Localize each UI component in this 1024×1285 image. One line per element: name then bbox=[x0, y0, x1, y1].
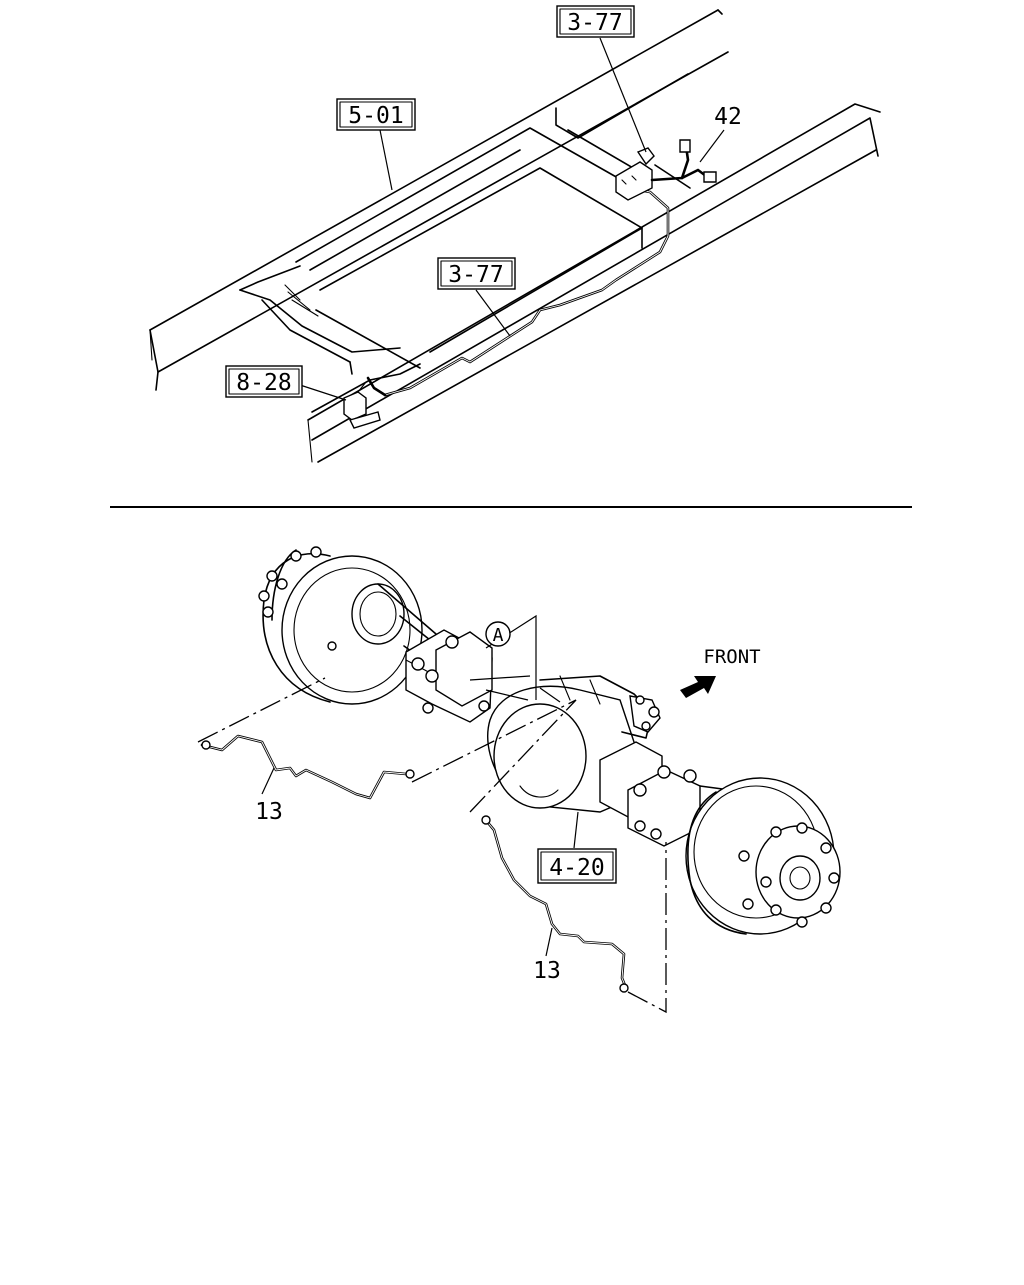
centerline-right-bottom bbox=[627, 842, 667, 1014]
centerline-left-bottom bbox=[411, 699, 577, 783]
front-arrow-icon bbox=[680, 676, 716, 698]
brake-pipe-13-left bbox=[200, 734, 415, 800]
callout-8-28: 8-28 bbox=[225, 365, 303, 398]
callout-4-20: 4-20 bbox=[537, 848, 617, 884]
label-5-01: 5-01 bbox=[348, 103, 403, 129]
leader-13-left bbox=[261, 767, 275, 795]
leader-4-20 bbox=[573, 811, 579, 849]
centerline-left-top bbox=[197, 677, 326, 743]
front-indicator: FRONT bbox=[680, 646, 761, 698]
label-4-20: 4-20 bbox=[549, 855, 604, 881]
chassis-frame bbox=[149, 9, 881, 463]
right-wheel-hub bbox=[685, 777, 841, 935]
leader-3-77-mid bbox=[475, 289, 511, 337]
leader-5-01 bbox=[379, 129, 393, 191]
label-3-77-top: 3-77 bbox=[567, 10, 622, 36]
label-8-28: 8-28 bbox=[236, 370, 291, 396]
junction-block bbox=[615, 147, 655, 201]
left-spring-seat bbox=[405, 629, 493, 723]
brake-pipe-13-right bbox=[481, 815, 629, 993]
callout-a: A bbox=[485, 621, 511, 647]
label-13-right: 13 bbox=[533, 958, 561, 984]
hose-42 bbox=[650, 139, 717, 183]
brake-pipe-3-77 bbox=[366, 186, 670, 397]
left-wheel-hub bbox=[258, 546, 423, 705]
leader-3-77-top bbox=[599, 37, 647, 153]
leader-13-right bbox=[545, 927, 553, 957]
component-8-28 bbox=[343, 381, 381, 429]
label-42: 42 bbox=[714, 104, 742, 130]
callout-5-01: 5-01 bbox=[336, 98, 416, 131]
leader-8-28 bbox=[299, 384, 347, 401]
leader-42 bbox=[699, 129, 725, 163]
label-3-77-mid: 3-77 bbox=[448, 262, 503, 288]
label-view-a: A bbox=[493, 625, 504, 646]
label-front: FRONT bbox=[703, 646, 760, 668]
right-spring-seat bbox=[599, 741, 701, 847]
callout-3-77-mid: 3-77 bbox=[437, 257, 516, 290]
callout-3-77-top: 3-77 bbox=[556, 5, 635, 38]
label-13-left: 13 bbox=[255, 799, 283, 825]
centerline-right-top bbox=[469, 699, 577, 813]
